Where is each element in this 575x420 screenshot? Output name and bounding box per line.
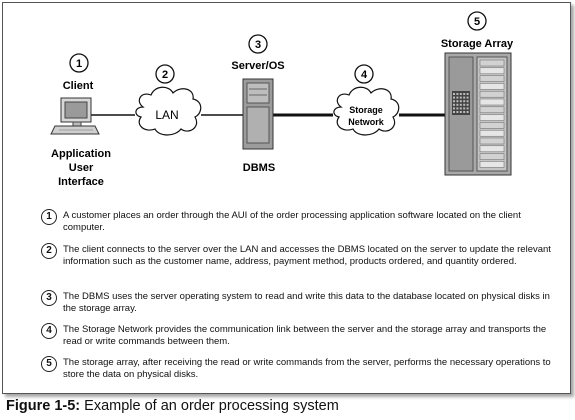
vent-grille-dot: [453, 111, 455, 113]
vent-grille-dot: [466, 111, 469, 113]
storage-array-icon: [444, 52, 512, 176]
vent-grille-dot: [456, 93, 459, 95]
node-4-number: 4: [361, 69, 368, 81]
vent-grille-dot: [459, 111, 462, 113]
vent-grille-dot: [466, 100, 469, 103]
vent-grille-dot: [453, 100, 455, 103]
step-3-marker: 3: [41, 290, 57, 306]
disk-drive-icon: [479, 129, 505, 137]
client-subtitle-line-2: User: [69, 162, 94, 174]
disk-drive-icon: [479, 114, 505, 121]
node-3-number: 3: [255, 39, 261, 51]
storage-network-cloud-icon: [333, 86, 400, 136]
disk-drive-icon: [479, 98, 505, 106]
client-subtitle-line-3: Interface: [58, 176, 104, 188]
step-4-marker: 4: [41, 323, 57, 339]
vent-grille-dot: [459, 100, 462, 103]
storage-network-label-line-1: Storage: [349, 105, 383, 115]
vent-grille-dot: [459, 107, 462, 110]
vent-grille-dot: [466, 103, 469, 106]
node-1-marker: [69, 53, 89, 73]
disk-drive-icon: [479, 145, 505, 153]
node-4-marker: [354, 64, 374, 84]
computer-icon: [50, 97, 100, 135]
server-node: 3 Server/OS DBMS: [231, 34, 285, 174]
vent-grille-dot: [466, 93, 469, 95]
step-2-marker: 2: [41, 243, 57, 259]
vent-grille-dot: [466, 96, 469, 99]
vent-grille-dot: [453, 93, 455, 95]
figure-caption-text: Example of an order processing system: [84, 398, 339, 414]
disk-drive-icon: [479, 106, 505, 114]
lan-label: LAN: [155, 108, 178, 122]
client-subtitle-line-1: Application: [51, 148, 111, 160]
disk-drive-icon: [479, 90, 505, 98]
disk-drive-icon: [479, 75, 505, 82]
disk-drive-icon: [479, 83, 505, 90]
vent-grille-dot: [459, 96, 462, 99]
storage-array-node: 5 Storage Array: [441, 11, 514, 176]
server-title: Server/OS: [231, 60, 284, 72]
vent-grille-dot: [463, 107, 466, 110]
vent-grille-dot: [456, 100, 459, 103]
vent-grille-dot: [456, 103, 459, 106]
vent-grille-dot: [463, 111, 466, 113]
vent-grille-dot: [453, 103, 455, 106]
vent-grille-dot: [463, 93, 466, 95]
node-5-marker: [467, 11, 487, 31]
figure-caption-label: Figure 1-5:: [6, 398, 81, 414]
disk-drive-icon: [479, 137, 505, 145]
step-1-text: A customer places an order through the A…: [63, 210, 521, 233]
vent-grille-dot: [463, 103, 466, 106]
vent-grille-dot: [463, 100, 466, 103]
disk-drive-icon: [479, 122, 505, 129]
node-5-number: 5: [474, 16, 480, 28]
client-title: Client: [63, 80, 94, 92]
step-4-text: The Storage Network provides the communi…: [63, 324, 547, 347]
vent-grille-dot: [456, 107, 459, 110]
vent-grille-dot: [459, 93, 462, 95]
storage-network-node: 4 Storage Network: [333, 64, 400, 136]
node-2-marker: [155, 64, 175, 84]
vent-grille-dot: [456, 96, 459, 99]
node-2-number: 2: [162, 69, 168, 81]
node-3-marker: [248, 34, 268, 54]
disk-drive-icon: [479, 59, 505, 67]
lan-cloud-icon: [135, 86, 202, 136]
step-5-text: The storage array, after receiving the r…: [63, 357, 551, 380]
step-3-text: The DBMS uses the server operating syste…: [63, 291, 550, 314]
disk-drive-icon: [479, 161, 505, 168]
vent-grille-dot: [466, 107, 469, 110]
figure-frame: 1 Client Application User Interface 2 LA…: [2, 2, 571, 394]
step-1-marker: 1: [41, 209, 57, 225]
disk-drive-icon: [479, 67, 505, 75]
server-tower-icon: [242, 78, 274, 150]
server-subtitle: DBMS: [243, 162, 275, 174]
node-1-number: 1: [76, 58, 82, 70]
system-diagram: 1 Client Application User Interface 2 LA…: [50, 11, 514, 188]
figure-caption: Figure 1-5: Example of an order processi…: [6, 398, 339, 414]
client-node: 1 Client Application User Interface: [50, 53, 111, 188]
vent-grille-dot: [453, 96, 455, 99]
vent-grille-dot: [463, 96, 466, 99]
step-2-text: The client connects to the server over t…: [63, 244, 551, 267]
vent-grille-dot: [453, 107, 455, 110]
lan-node: 2 LAN: [135, 64, 202, 136]
storage-network-label-line-2: Network: [348, 117, 385, 127]
step-5-marker: 5: [41, 356, 57, 372]
disk-drive-icon: [479, 153, 505, 160]
vent-grille-dot: [459, 103, 462, 106]
vent-grille-dot: [456, 111, 459, 113]
storage-array-title: Storage Array: [441, 38, 514, 50]
